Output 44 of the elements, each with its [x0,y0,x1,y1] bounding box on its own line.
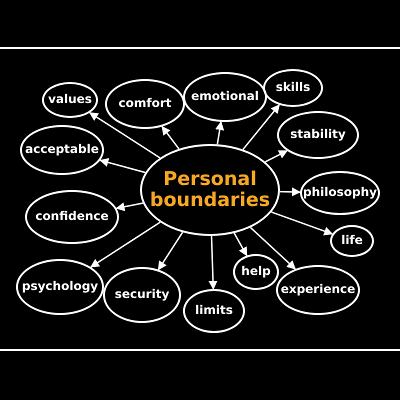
topic-label: philosophy [303,186,377,200]
arrow [208,236,218,290]
arrow [116,202,144,212]
topic-ellipse [263,69,323,107]
topic-label: confidence [35,210,109,224]
topic-label: limits [195,304,233,318]
topic-ellipse [183,72,267,122]
topic-ellipse [16,259,104,315]
topic-label: values [48,93,92,107]
arrow [250,226,296,270]
topic-ellipse [42,82,98,118]
topic-ellipse [330,225,374,257]
arrow [271,211,334,236]
topic-ellipse [20,125,104,175]
arrow [264,150,288,162]
arrow [90,222,161,268]
arrow [161,126,180,150]
arrow [234,232,248,256]
topic-ellipse [233,254,279,290]
topic-ellipse [103,267,181,323]
topic-ellipse [25,190,119,244]
arrow [158,232,184,270]
topic-label: security [114,288,170,302]
central-ellipse [140,144,280,236]
topic-label: stability [290,128,346,142]
topic-ellipse [277,111,359,159]
topic-label: emotional [191,90,259,104]
topic-label: acceptable [25,143,99,157]
topic-ellipse [300,171,380,215]
topic-ellipse [276,265,360,315]
arrow [215,121,224,144]
topic-label: life [341,234,363,248]
arrow [280,187,301,196]
arrow [99,158,146,174]
topic-label: psychology [22,280,98,294]
central-topic: Personal boundaries [148,169,272,211]
topic-ellipse [105,79,185,129]
topic-label: experience [280,283,356,297]
topic-label: help [241,265,271,279]
topic-label: skills [276,81,310,95]
topic-label: comfort [118,97,172,111]
arrow [242,104,280,150]
topic-ellipse [183,289,245,333]
arrow [89,112,160,158]
